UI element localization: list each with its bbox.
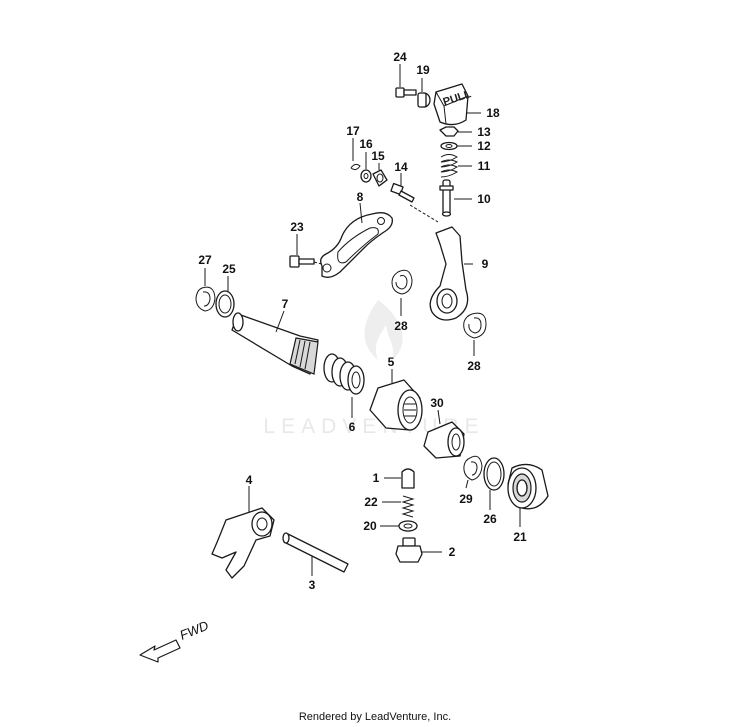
callout-3: 3 bbox=[309, 578, 316, 592]
watermark: LEADVENTURE bbox=[263, 300, 484, 438]
callout-10: 10 bbox=[477, 192, 491, 206]
fwd-arrow-icon bbox=[139, 639, 181, 663]
callout-30: 30 bbox=[430, 396, 444, 410]
part-21-oil-seal[interactable]: 21 bbox=[507, 463, 549, 544]
callout-11: 11 bbox=[478, 159, 491, 173]
callout-27: 27 bbox=[198, 253, 212, 267]
part-13-nut[interactable]: 13 bbox=[439, 125, 491, 139]
part-29-circlip[interactable]: 29 bbox=[459, 455, 483, 506]
part-22-spring[interactable]: 22 bbox=[364, 495, 415, 518]
callout-9: 9 bbox=[482, 257, 489, 271]
callout-28-upper: 28 bbox=[394, 319, 408, 333]
callout-28-lower: 28 bbox=[467, 359, 481, 373]
part-24-bolt[interactable]: 24 bbox=[393, 50, 417, 98]
part-25-washer[interactable]: 25 bbox=[215, 262, 236, 318]
part-15-collar[interactable]: 15 bbox=[371, 149, 388, 187]
callout-12: 12 bbox=[477, 139, 491, 153]
part-28-circlip-lower[interactable]: 28 bbox=[463, 312, 487, 373]
callout-22: 22 bbox=[364, 495, 378, 509]
callout-13: 13 bbox=[477, 125, 491, 139]
fwd-indicator: FWD bbox=[139, 618, 211, 663]
part-20-washer[interactable]: 20 bbox=[363, 519, 418, 533]
part-7-shaft[interactable]: 7 bbox=[231, 297, 319, 375]
callout-20: 20 bbox=[363, 519, 377, 533]
part-2-plug[interactable]: 2 bbox=[395, 537, 456, 563]
part-6-spring[interactable]: 6 bbox=[323, 353, 365, 434]
callout-7: 7 bbox=[282, 297, 289, 311]
part-28-circlip-upper[interactable]: 28 bbox=[391, 269, 413, 333]
callout-23: 23 bbox=[290, 220, 304, 234]
part-14-pin[interactable]: 14 bbox=[390, 160, 415, 203]
part-27-circlip[interactable]: 27 bbox=[195, 253, 216, 312]
part-11-spring[interactable]: 11 bbox=[440, 154, 491, 178]
fwd-label: FWD bbox=[178, 618, 211, 643]
callout-29: 29 bbox=[459, 492, 473, 506]
watermark-flame-icon bbox=[364, 300, 403, 360]
part-18-knob[interactable]: PULL 18 bbox=[433, 83, 500, 126]
watermark-text: LEADVENTURE bbox=[263, 415, 484, 438]
callout-6: 6 bbox=[349, 420, 356, 434]
part-19-collar[interactable]: 19 bbox=[416, 63, 431, 108]
footer-credit: Rendered by LeadVenture, Inc. bbox=[299, 711, 451, 723]
part-8-plate[interactable]: 8 bbox=[320, 190, 393, 278]
callout-2: 2 bbox=[449, 545, 456, 559]
callout-1: 1 bbox=[373, 471, 380, 485]
part-26-ring[interactable]: 26 bbox=[483, 457, 505, 526]
callout-17: 17 bbox=[346, 124, 360, 138]
callout-19: 19 bbox=[416, 63, 430, 77]
part-5-sleeve[interactable]: 5 bbox=[369, 355, 423, 431]
part-30-bushing[interactable]: 30 bbox=[423, 396, 465, 459]
part-23-bolt[interactable]: 23 bbox=[289, 220, 323, 268]
part-16-washer[interactable]: 16 bbox=[359, 137, 373, 183]
part-17-clip[interactable]: 17 bbox=[346, 124, 361, 171]
callout-25: 25 bbox=[222, 262, 236, 276]
part-3-rod[interactable]: 3 bbox=[282, 532, 349, 592]
callout-14: 14 bbox=[394, 160, 408, 174]
callout-4: 4 bbox=[246, 473, 253, 487]
callout-16: 16 bbox=[359, 137, 373, 151]
callout-21: 21 bbox=[513, 530, 527, 544]
part-4-shift-fork[interactable]: 4 bbox=[211, 473, 275, 579]
callout-5: 5 bbox=[388, 355, 395, 369]
callout-8: 8 bbox=[357, 190, 364, 204]
part-1-cap[interactable]: 1 bbox=[373, 468, 415, 489]
callout-24: 24 bbox=[393, 50, 407, 64]
callout-15: 15 bbox=[371, 149, 385, 163]
part-12-washer[interactable]: 12 bbox=[440, 139, 491, 153]
callout-26: 26 bbox=[483, 512, 497, 526]
callout-18: 18 bbox=[486, 106, 500, 120]
part-10-rod[interactable]: 10 bbox=[439, 179, 491, 217]
part-9-arm[interactable]: 9 bbox=[409, 204, 489, 321]
